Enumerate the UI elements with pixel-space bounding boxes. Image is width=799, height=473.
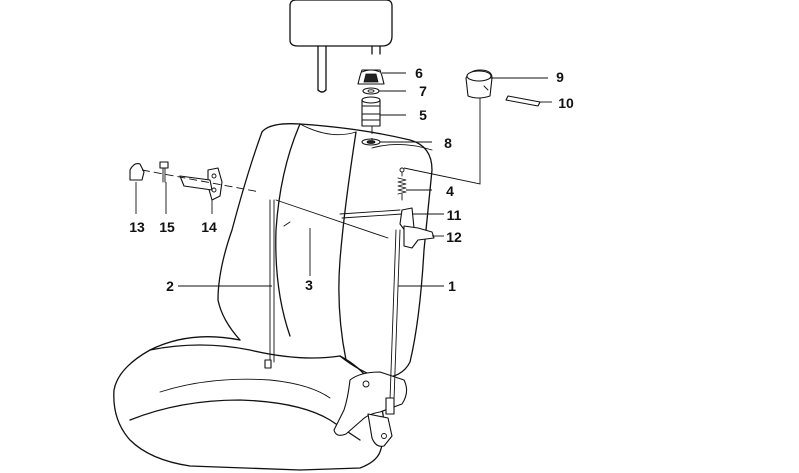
label-14: 14: [201, 219, 217, 235]
part-7-washer: [362, 87, 380, 95]
label-7: 7: [419, 83, 427, 99]
label-1: 1: [448, 278, 456, 294]
release-cable: [264, 199, 403, 415]
label-12: 12: [446, 229, 462, 245]
part-6-guide-sleeve: [357, 69, 385, 85]
seat-backrest: [217, 123, 433, 379]
label-15: 15: [159, 219, 175, 235]
seat-cushion: [113, 336, 385, 471]
label-2: 2: [166, 278, 174, 294]
label-11: 11: [447, 207, 462, 223]
part-8-ring: [361, 138, 381, 146]
label-3: 3: [305, 277, 313, 293]
part-15-screw: [159, 161, 169, 183]
label-8: 8: [444, 135, 452, 151]
part-12-handle: [403, 225, 435, 249]
recliner-bracket: [333, 371, 408, 447]
part-13-cap: [129, 163, 145, 181]
label-9: 9: [556, 69, 564, 85]
part-4-spring: [397, 167, 407, 201]
assembly-axis-side: [141, 169, 261, 193]
label-4: 4: [446, 183, 454, 199]
label-6: 6: [415, 65, 423, 81]
part-10-strip: [505, 95, 541, 107]
callout-labels: 6 7 5 8 4 11 12 1 2 3 9 10 13 15 14: [129, 65, 574, 294]
part-14-bracket: [179, 167, 223, 201]
label-13: 13: [129, 219, 145, 235]
label-5: 5: [419, 107, 427, 123]
part-5-guide-sleeve: [361, 96, 381, 127]
label-10: 10: [558, 95, 574, 111]
part-9-cover: [465, 69, 493, 99]
headrest: [289, 0, 393, 93]
leader-lines: [135, 72, 552, 287]
